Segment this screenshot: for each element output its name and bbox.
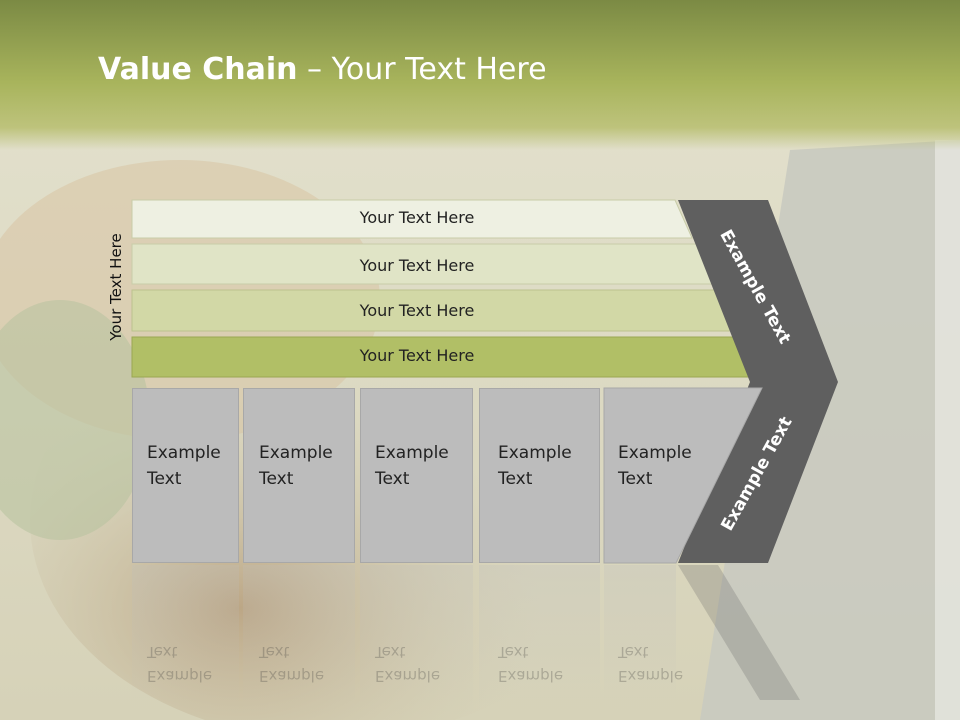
box-1-line2: Text — [147, 469, 182, 489]
box-4-reflection-line2: Text — [498, 643, 529, 661]
box-2-reflection-line1: Example — [259, 667, 325, 685]
box-2-reflection-text: Example Text — [259, 640, 324, 688]
box-3-line2: Text — [375, 469, 410, 489]
box-4-reflection — [479, 565, 600, 715]
box-3-reflection-line2: Text — [375, 643, 406, 661]
box-3-line1: Example — [375, 443, 449, 463]
box-5-reflection-line1: Example — [618, 667, 684, 685]
box-5-reflection-text: Example Text — [618, 640, 683, 688]
box-1-reflection-line2: Text — [147, 643, 178, 661]
band-3-label: Your Text Here — [359, 301, 475, 320]
box-3 — [360, 388, 473, 563]
box-5-shape — [603, 387, 763, 564]
box-2-reflection — [243, 565, 355, 715]
box-3-reflection — [360, 565, 473, 715]
title-bar — [0, 0, 960, 150]
chevron-reflection — [678, 565, 800, 700]
box-2-line2: Text — [259, 469, 294, 489]
box-1-reflection — [132, 565, 239, 715]
box-2 — [243, 388, 355, 563]
box-3-reflection-text: Example Text — [375, 640, 440, 688]
band-1-label: Your Text Here — [359, 208, 475, 227]
title-bold: Value Chain — [98, 52, 298, 87]
band-4-label: Your Text Here — [359, 346, 475, 365]
box-5-line2: Text — [618, 469, 653, 489]
title-rest: – Your Text Here — [297, 52, 547, 87]
box-1-reflection-line1: Example — [147, 667, 213, 685]
box-5-reflection — [604, 565, 676, 715]
band-1-shape — [131, 199, 693, 239]
band-2-label: Your Text Here — [359, 256, 475, 275]
box-1 — [132, 388, 239, 563]
box-1-line1: Example — [147, 443, 221, 463]
box-4-reflection-line1: Example — [498, 667, 564, 685]
box-4-line2: Text — [498, 469, 533, 489]
box-5-line1: Example — [618, 443, 692, 463]
box-5-reflection-line2: Text — [618, 643, 649, 661]
box-2-line1: Example — [259, 443, 333, 463]
slide-title: Value Chain – Your Text Here — [98, 52, 547, 87]
box-2-reflection-line2: Text — [259, 643, 290, 661]
box-4-reflection-text: Example Text — [498, 640, 563, 688]
box-4-line1: Example — [498, 443, 572, 463]
box-3-reflection-line1: Example — [375, 667, 441, 685]
box-1-reflection-text: Example Text — [147, 640, 212, 688]
box-4 — [479, 388, 600, 563]
